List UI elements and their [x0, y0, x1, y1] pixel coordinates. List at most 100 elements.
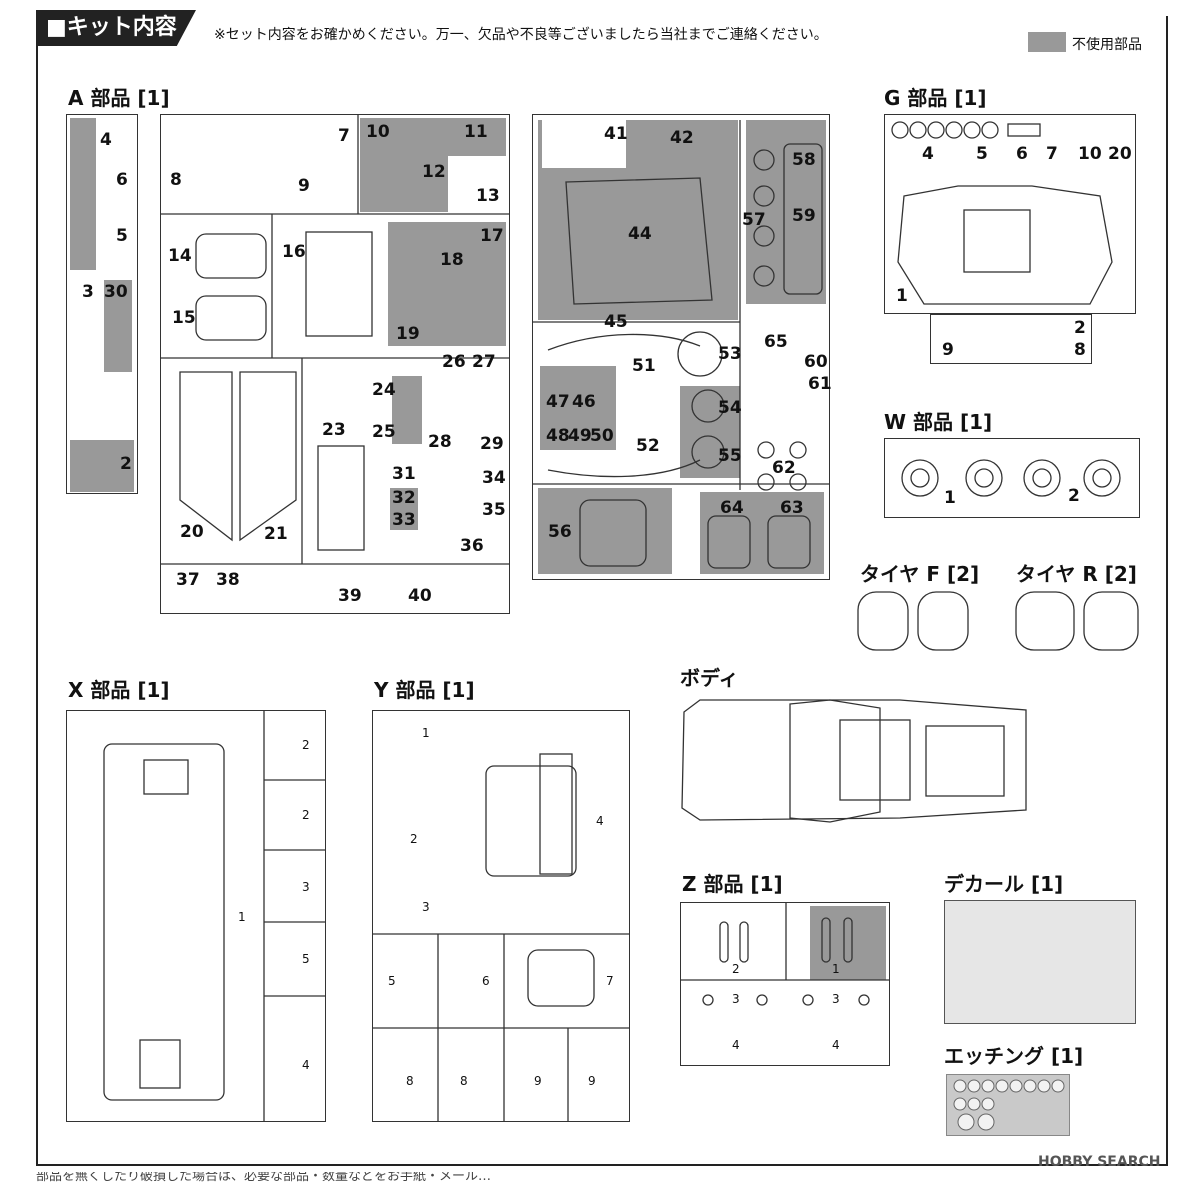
w-runner [884, 438, 1140, 518]
part-x-3: 3 [302, 880, 310, 894]
part-a-49: 49 [568, 426, 592, 446]
part-a-18: 18 [440, 250, 464, 270]
section-title-etching: エッチング [1] [944, 1044, 1084, 1068]
section-title-x: X 部品 [1] [68, 678, 170, 702]
part-y-9a: 9 [534, 1074, 542, 1088]
section-title-y: Y 部品 [1] [374, 678, 475, 702]
part-a-51: 51 [632, 356, 656, 376]
part-x-1: 1 [238, 910, 246, 924]
part-y-5: 5 [388, 974, 396, 988]
part-y-8a: 8 [406, 1074, 414, 1088]
section-title-tire-f: タイヤ F [2] [860, 562, 980, 586]
part-x-5: 5 [302, 952, 310, 966]
part-a-34: 34 [482, 468, 506, 488]
unused-parts-label: 不使用部品 [1072, 37, 1142, 53]
part-a-56: 56 [548, 522, 572, 542]
part-g-5: 5 [976, 144, 988, 164]
part-a-19: 19 [396, 324, 420, 344]
part-x-2b: 2 [302, 808, 310, 822]
part-a-40: 40 [408, 586, 432, 606]
part-a-50: 50 [590, 426, 614, 446]
part-a-45: 45 [604, 312, 628, 332]
part-z-4a: 4 [732, 1038, 740, 1052]
decal-sheet [944, 900, 1136, 1024]
part-z-4b: 4 [832, 1038, 840, 1052]
watermark: HOBBY SEARCH [1038, 1154, 1161, 1170]
part-a-3: 3 [82, 282, 94, 302]
part-a-23: 23 [322, 420, 346, 440]
part-a-65: 65 [764, 332, 788, 352]
part-a-15: 15 [172, 308, 196, 328]
part-a-25: 25 [372, 422, 396, 442]
x-runner [66, 710, 326, 1122]
part-a-39: 39 [338, 586, 362, 606]
section-title-z: Z 部品 [1] [682, 872, 783, 896]
part-a-10: 10 [366, 122, 390, 142]
part-a-33: 33 [392, 510, 416, 530]
part-z-2: 2 [732, 962, 740, 976]
part-a-16: 16 [282, 242, 306, 262]
unused-parts-swatch [1028, 32, 1066, 52]
part-a-4: 4 [100, 130, 112, 150]
part-a-46: 46 [572, 392, 596, 412]
part-z-3a: 3 [732, 992, 740, 1006]
part-y-1: 1 [422, 726, 430, 740]
g-runner [884, 114, 1136, 314]
part-g-1: 1 [896, 286, 908, 306]
part-a-41: 41 [604, 124, 628, 144]
part-a-55: 55 [718, 446, 742, 466]
part-a-44: 44 [628, 224, 652, 244]
part-a-37: 37 [176, 570, 200, 590]
part-g-6: 6 [1016, 144, 1028, 164]
part-a-6: 6 [116, 170, 128, 190]
section-title-body: ボディ [680, 666, 739, 690]
part-a-28: 28 [428, 432, 452, 452]
section-title-tire-r: タイヤ R [2] [1016, 562, 1137, 586]
part-a-2: 2 [120, 454, 132, 474]
part-a-13: 13 [476, 186, 500, 206]
part-a-54: 54 [718, 398, 742, 418]
part-a-47: 47 [546, 392, 570, 412]
part-a-48: 48 [546, 426, 570, 446]
part-a-26: 26 [442, 352, 466, 372]
part-a-59: 59 [792, 206, 816, 226]
part-g-8: 8 [1074, 340, 1086, 360]
part-a-58: 58 [792, 150, 816, 170]
part-w-1: 1 [944, 488, 956, 508]
part-a-11: 11 [464, 122, 488, 142]
y-runner [372, 710, 630, 1122]
part-g-7: 7 [1046, 144, 1058, 164]
part-a-60: 60 [804, 352, 828, 372]
a-runner-main [160, 114, 510, 614]
part-g-9: 9 [942, 340, 954, 360]
part-g-4: 4 [922, 144, 934, 164]
part-a-9: 9 [298, 176, 310, 196]
section-title-decal: デカール [1] [944, 872, 1064, 896]
g-runner-lower [930, 314, 1092, 364]
part-y-9b: 9 [588, 1074, 596, 1088]
part-w-2: 2 [1068, 486, 1080, 506]
part-x-4: 4 [302, 1058, 310, 1072]
part-y-8b: 8 [460, 1074, 468, 1088]
part-g-10: 10 [1078, 144, 1102, 164]
page-frame [36, 16, 1168, 1166]
part-a-31: 31 [392, 464, 416, 484]
part-a-42: 42 [670, 128, 694, 148]
part-a-61: 61 [808, 374, 832, 394]
part-a-36: 36 [460, 536, 484, 556]
part-a-12: 12 [422, 162, 446, 182]
part-a-20: 20 [180, 522, 204, 542]
part-y-6: 6 [482, 974, 490, 988]
part-a-63: 63 [780, 498, 804, 518]
kit-contents-title: ■キット内容 [36, 10, 196, 46]
part-a-27: 27 [472, 352, 496, 372]
part-a-21: 21 [264, 524, 288, 544]
footer-note: 部品を無くしたり破損した場合は、必要な部品・数量などをお手紙・メール… [36, 1172, 492, 1182]
part-a-53: 53 [718, 344, 742, 364]
part-z-1: 1 [832, 962, 840, 976]
part-y-4: 4 [596, 814, 604, 828]
part-a-35: 35 [482, 500, 506, 520]
part-y-3: 3 [422, 900, 430, 914]
part-x-2a: 2 [302, 738, 310, 752]
